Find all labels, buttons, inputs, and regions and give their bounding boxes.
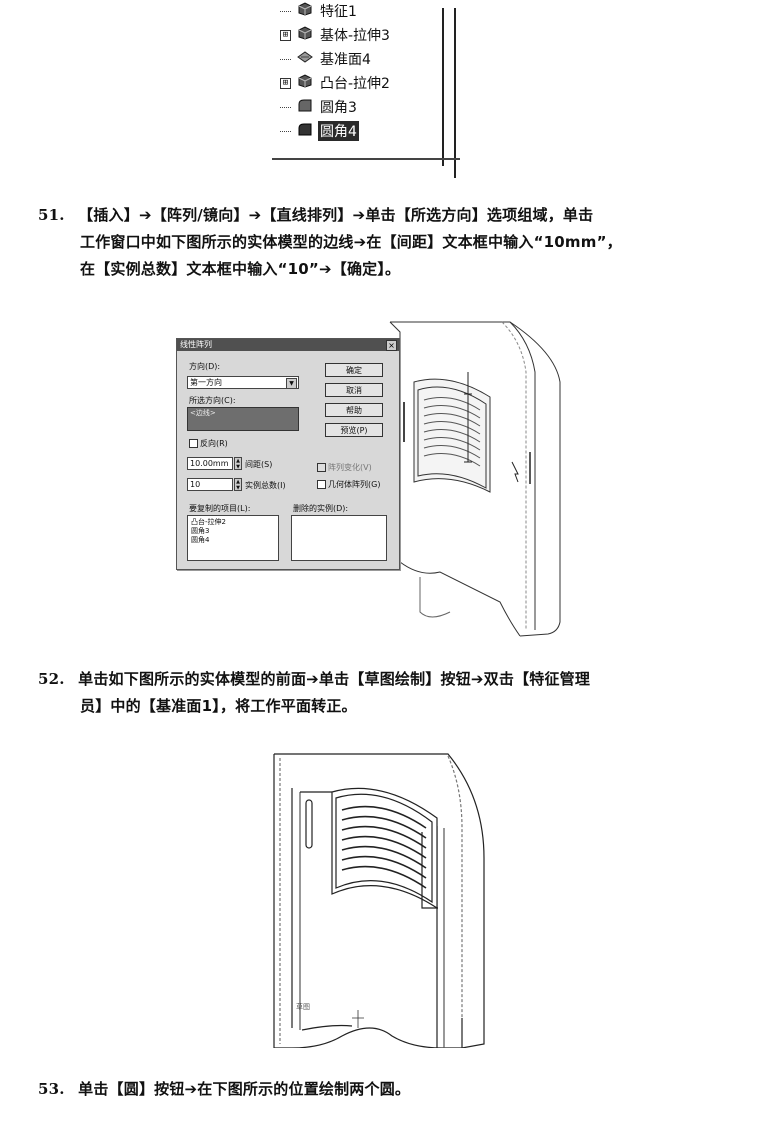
instance-count-label: 实例总数(I) [245, 481, 286, 490]
direction-label: 方向(D): [189, 362, 221, 371]
cancel-button[interactable]: 取消 [325, 383, 383, 397]
tree-item-5[interactable]: 圆角4 [280, 120, 359, 142]
geometry-pattern-checkbox[interactable] [317, 480, 326, 489]
step-51: 51. 【插入】➔【阵列/镜向】➔【直线排列】➔单击【所选方向】选项组域，单击 … [38, 206, 622, 278]
tree-item-4[interactable]: 圆角3 [280, 96, 359, 118]
step-52: 52. 单击如下图所示的实体模型的前面➔单击【草图绘制】按钮➔双击【特征管理 员… [38, 670, 591, 715]
dialog-titlebar: 线性阵列 × [177, 339, 399, 351]
tree-item-0[interactable]: 特征1 [280, 0, 359, 22]
linear-pattern-dialog: 线性阵列 × 方向(D): 第一方向 ▼ 所选方向(C): <边线> 反向(R)… [176, 338, 400, 570]
tree-item-2[interactable]: 基准面4 [280, 48, 373, 70]
preview-button[interactable]: 预览(P) [325, 423, 383, 437]
expand-icon[interactable]: ⊞ [280, 77, 291, 89]
selected-direction-box[interactable]: <边线> [187, 407, 299, 431]
plane-icon [297, 50, 313, 68]
solid-model-front [273, 753, 485, 1048]
items-to-copy-label: 要复制的项目(L): [189, 504, 251, 513]
reverse-checkbox[interactable] [189, 439, 198, 448]
sketch-origin-label: 草图 [296, 1003, 310, 1011]
expand-icon[interactable]: ⊞ [280, 29, 291, 41]
solid-model-pattern [389, 321, 561, 637]
fillet-icon [297, 122, 313, 140]
vary-sketch-checkbox[interactable] [317, 463, 326, 472]
deleted-instances-list[interactable] [291, 515, 387, 561]
feature-tree: 特征1 ⊞ 基体-拉伸3 基准面4 ⊞ 凸台-拉伸2 圆角3 圆角4 [272, 2, 460, 178]
list-item[interactable]: 凸台-拉伸2 [191, 518, 226, 526]
fillet-icon [297, 98, 313, 116]
step-53: 53. 单击【圆】按钮➔在下图所示的位置绘制两个圆。 [38, 1080, 411, 1098]
list-item[interactable]: 圆角4 [191, 536, 210, 544]
reverse-label: 反向(R) [200, 439, 228, 448]
count-spinner[interactable]: ▲▼ [234, 478, 242, 491]
ok-button[interactable]: 确定 [325, 363, 383, 377]
spacing-spinner[interactable]: ▲▼ [234, 457, 242, 470]
help-button[interactable]: 帮助 [325, 403, 383, 417]
close-button[interactable]: × [386, 340, 397, 351]
selected-direction-label: 所选方向(C): [189, 396, 236, 405]
tree-bottom-border [272, 158, 460, 160]
tree-panel-border [454, 8, 456, 178]
extrude-feature-icon [297, 2, 313, 20]
spacing-input[interactable]: 10.00mm [187, 457, 233, 470]
items-to-copy-list[interactable]: 凸台-拉伸2 圆角3 圆角4 [187, 515, 279, 561]
extrude-feature-icon [297, 26, 313, 44]
geometry-pattern-label: 几何体阵列(G) [328, 480, 381, 489]
tree-item-3[interactable]: ⊞ 凸台-拉伸2 [280, 72, 392, 94]
extrude-feature-icon [297, 74, 313, 92]
tree-item-1[interactable]: ⊞ 基体-拉伸3 [280, 24, 392, 46]
spacing-label: 间距(S) [245, 460, 273, 469]
deleted-instances-label: 删除的实例(D): [293, 504, 349, 513]
tree-scroll-border [442, 8, 444, 166]
vary-sketch-label: 阵列变化(V) [328, 463, 372, 472]
instance-count-input[interactable]: 10 [187, 478, 233, 491]
direction-select[interactable]: 第一方向 ▼ [187, 376, 299, 389]
list-item[interactable]: 圆角3 [191, 527, 210, 535]
chevron-down-icon[interactable]: ▼ [286, 378, 297, 389]
